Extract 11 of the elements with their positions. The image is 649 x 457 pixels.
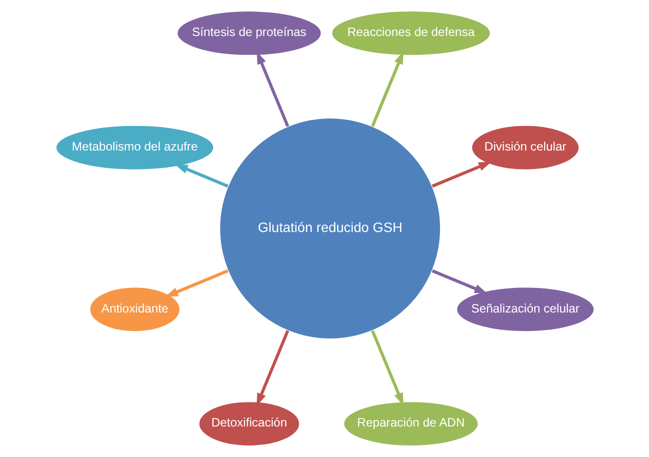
node-ellipse: Reacciones de defensa: [330, 10, 490, 56]
node-ellipse: Síntesis de proteínas: [176, 10, 322, 56]
arrow: [174, 164, 228, 188]
node-circle: Glutatión reducido GSH: [218, 118, 440, 340]
node-ellipse: Metabolismo del azufre: [55, 125, 214, 170]
node-ellipse: Detoxificación: [198, 401, 300, 446]
arrow: [431, 269, 487, 294]
arrow: [431, 162, 492, 188]
node-ellipse: Reparación de ADN: [342, 401, 478, 446]
node-ellipse: Señalización celular: [456, 286, 594, 332]
arrow: [164, 269, 228, 297]
